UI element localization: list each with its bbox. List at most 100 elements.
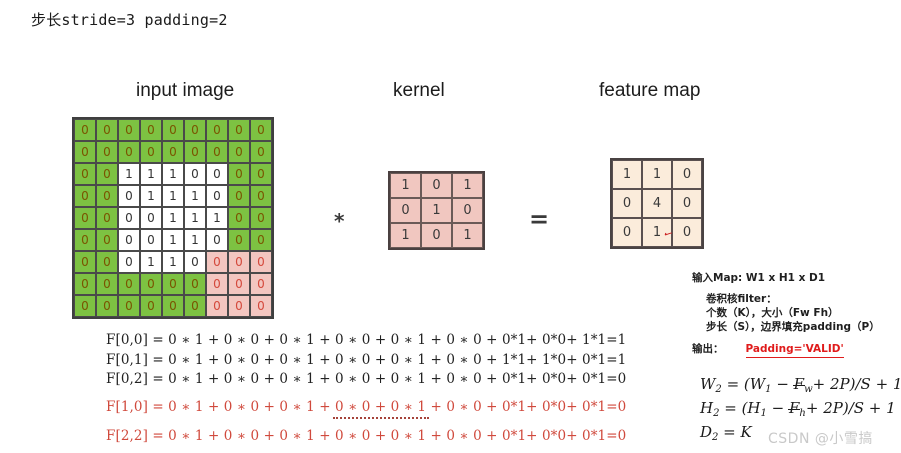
kernel-cell-1-0: 0 (390, 198, 421, 223)
input-cell-5-2: 0 (118, 229, 140, 251)
formula-d2: D2 = K (700, 423, 752, 443)
annotation-filter-title: 卷积核filter： (706, 293, 777, 305)
input-cell-7-6: 0 (206, 273, 228, 295)
feature-cell-0-2: 0 (672, 160, 702, 189)
input-cell-6-8: 0 (250, 251, 272, 273)
kernel-cell-1-2: 0 (452, 198, 483, 223)
input-cell-6-1: 0 (96, 251, 118, 273)
watermark: CSDN @小雪搞 (768, 431, 873, 447)
input-cell-4-5: 1 (184, 207, 206, 229)
input-cell-4-7: 0 (228, 207, 250, 229)
input-cell-7-7: 0 (228, 273, 250, 295)
kernel-cell-2-2: 1 (452, 223, 483, 248)
input-cell-2-3: 1 (140, 163, 162, 185)
input-cell-4-4: 1 (162, 207, 184, 229)
input-cell-7-1: 0 (96, 273, 118, 295)
kernel-heading: kernel (393, 80, 445, 101)
input-cell-7-8: 0 (250, 273, 272, 295)
input-cell-7-0: 0 (74, 273, 96, 295)
equation-line-0: F[0,0] = 0 ∗ 1 + 0 ∗ 0 + 0 ∗ 1 + 0 ∗ 0 +… (106, 332, 627, 348)
kernel-cell-0-0: 1 (390, 173, 421, 198)
feature-cell-1-2: 0 (672, 189, 702, 218)
input-cell-6-2: 0 (118, 251, 140, 273)
input-cell-1-7: 0 (228, 141, 250, 163)
input-cell-5-4: 1 (162, 229, 184, 251)
input-cell-2-6: 0 (206, 163, 228, 185)
input-cell-2-0: 0 (74, 163, 96, 185)
input-cell-6-7: 0 (228, 251, 250, 273)
input-cell-6-5: 0 (184, 251, 206, 273)
input-cell-3-8: 0 (250, 185, 272, 207)
input-cell-4-2: 0 (118, 207, 140, 229)
input-cell-3-1: 0 (96, 185, 118, 207)
feature-cell-1-1: 4 (642, 189, 672, 218)
annotation-filter-count: 个数（K），大小（Fw Fh） (706, 307, 839, 319)
input-cell-0-4: 0 (162, 119, 184, 141)
input-cell-1-4: 0 (162, 141, 184, 163)
equation-line-2: F[0,2] = 0 ∗ 1 + 0 ∗ 0 + 0 ∗ 1 + 0 ∗ 0 +… (106, 371, 627, 387)
input-cell-1-8: 0 (250, 141, 272, 163)
kernel-cell-2-0: 1 (390, 223, 421, 248)
feature-cell-1-0: 0 (612, 189, 642, 218)
page-title: 步长stride=3 padding=2 (31, 11, 228, 29)
input-cell-3-4: 1 (162, 185, 184, 207)
annotation-output-label: 输出： (692, 343, 724, 355)
input-cell-8-0: 0 (74, 295, 96, 317)
input-cell-4-1: 0 (96, 207, 118, 229)
input-cell-8-6: 0 (206, 295, 228, 317)
input-cell-5-6: 0 (206, 229, 228, 251)
equation-list: F[0,0] = 0 ∗ 1 + 0 ∗ 0 + 0 ∗ 1 + 0 ∗ 0 +… (106, 331, 696, 447)
feature-cell-2-1: 1 (642, 218, 672, 247)
input-cell-3-7: 0 (228, 185, 250, 207)
padding-mode-badge: Padding='VALID' (745, 342, 844, 358)
input-cell-0-2: 0 (118, 119, 140, 141)
equation-line-3: F[1,0] = 0 ∗ 1 + 0 ∗ 0 + 0 ∗ 1 + 0 ∗ 0 +… (106, 398, 627, 415)
annotation-input-map: 输入Map: W1 x H1 x D1 (692, 272, 826, 284)
input-cell-5-8: 0 (250, 229, 272, 251)
feature-cell-2-2: 0 (672, 218, 702, 247)
input-cell-2-1: 0 (96, 163, 118, 185)
input-cell-8-4: 0 (162, 295, 184, 317)
input-cell-6-6: 0 (206, 251, 228, 273)
input-cell-2-2: 1 (118, 163, 140, 185)
input-image-heading: input image (136, 80, 235, 101)
input-cell-0-3: 0 (140, 119, 162, 141)
input-cell-7-4: 0 (162, 273, 184, 295)
input-cell-5-7: 0 (228, 229, 250, 251)
input-cell-4-3: 0 (140, 207, 162, 229)
kernel-cell-0-1: 0 (421, 173, 452, 198)
input-cell-3-3: 1 (140, 185, 162, 207)
input-cell-2-7: 0 (228, 163, 250, 185)
input-cell-5-5: 1 (184, 229, 206, 251)
input-cell-5-1: 0 (96, 229, 118, 251)
input-cell-6-3: 1 (140, 251, 162, 273)
input-cell-8-2: 0 (118, 295, 140, 317)
kernel-cell-0-2: 1 (452, 173, 483, 198)
kernel-cell-1-1: 1 (421, 198, 452, 223)
annotation-filter-block: 卷积核filter： 个数（K），大小（Fw Fh） 步长（S），边界填充pad… (706, 292, 901, 334)
input-cell-8-3: 0 (140, 295, 162, 317)
formula-h2: H2 = (H1 − Fh+ 2P)/S + 1 (700, 399, 896, 419)
input-cell-0-1: 0 (96, 119, 118, 141)
input-cell-0-5: 0 (184, 119, 206, 141)
input-cell-2-8: 0 (250, 163, 272, 185)
input-cell-4-0: 0 (74, 207, 96, 229)
input-cell-0-8: 0 (250, 119, 272, 141)
input-cell-8-1: 0 (96, 295, 118, 317)
equation-line-4: F[2,2] = 0 ∗ 1 + 0 ∗ 0 + 0 ∗ 1 + 0 ∗ 0 +… (106, 428, 627, 444)
annotation-output-row: 输出： Padding='VALID' (692, 342, 901, 358)
input-cell-8-8: 0 (250, 295, 272, 317)
input-cell-1-6: 0 (206, 141, 228, 163)
input-cell-3-6: 0 (206, 185, 228, 207)
feature-cell-0-0: 1 (612, 160, 642, 189)
convolution-operator: * (334, 209, 345, 233)
input-cell-1-1: 0 (96, 141, 118, 163)
annotation-block: 输入Map: W1 x H1 x D1 卷积核filter： 个数（K），大小（… (692, 271, 901, 358)
input-cell-1-5: 0 (184, 141, 206, 163)
input-cell-8-5: 0 (184, 295, 206, 317)
input-cell-3-5: 1 (184, 185, 206, 207)
input-cell-4-8: 0 (250, 207, 272, 229)
